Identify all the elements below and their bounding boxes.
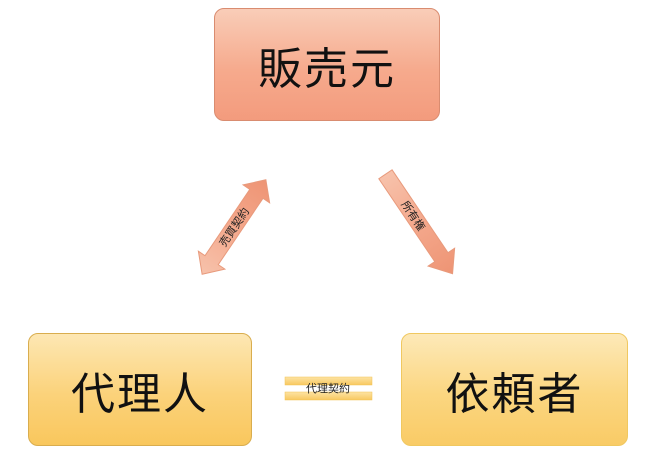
sales-contract-label: 売買契約	[216, 205, 252, 249]
node-client: 依頼者	[401, 333, 628, 446]
agency-contract-label: 代理契約	[306, 381, 350, 395]
agency-contract-connector: 代理契約	[284, 376, 373, 401]
ownership-arrow: 所有権	[378, 169, 456, 275]
sales-contract-arrow: 売買契約	[197, 179, 271, 275]
ownership-label: 所有権	[398, 198, 428, 233]
node-agent: 代理人	[28, 333, 252, 446]
node-seller: 販売元	[214, 8, 440, 121]
